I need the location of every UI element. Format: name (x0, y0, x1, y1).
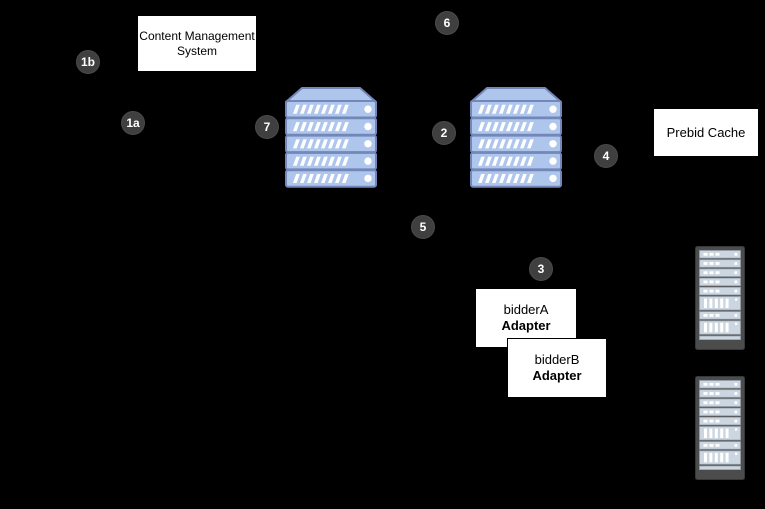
step-marker-5: 5 (411, 215, 435, 239)
step-marker-1a-label: 1a (126, 116, 140, 130)
bidder-b-adapter-box: bidderB Adapter (507, 338, 607, 398)
step-marker-6: 6 (435, 11, 459, 35)
cms-label-line2: System (176, 43, 217, 58)
bidder-a-name: bidderA (503, 302, 549, 317)
cms-label-line1: Content Management (139, 28, 255, 43)
server-stack-left-icon (285, 87, 377, 189)
server-rack-top-icon (695, 246, 745, 350)
step-marker-1a: 1a (121, 111, 145, 135)
cms-box: Content Management System (137, 15, 257, 72)
step-marker-1b-label: 1b (80, 55, 95, 69)
step-marker-4: 4 (594, 144, 618, 168)
step-marker-4-label: 4 (602, 149, 610, 163)
step-marker-3-label: 3 (537, 262, 545, 276)
prebid-cache-label: Prebid Cache (666, 125, 746, 140)
server-stack-right-icon (469, 87, 563, 189)
bidder-a-type: Adapter (501, 318, 551, 333)
bidder-b-name: bidderB (534, 352, 580, 367)
step-marker-2-label: 2 (440, 126, 448, 140)
server-rack-bottom-icon (695, 376, 745, 480)
step-marker-7-label: 7 (263, 120, 271, 134)
step-marker-6-label: 6 (443, 16, 451, 30)
prebid-cache-box: Prebid Cache (653, 108, 759, 157)
step-marker-3: 3 (529, 257, 553, 281)
step-marker-7: 7 (255, 115, 279, 139)
step-marker-5-label: 5 (419, 220, 427, 234)
step-marker-1b: 1b (76, 50, 100, 74)
step-marker-2: 2 (432, 121, 456, 145)
bidder-b-type: Adapter (532, 368, 582, 383)
